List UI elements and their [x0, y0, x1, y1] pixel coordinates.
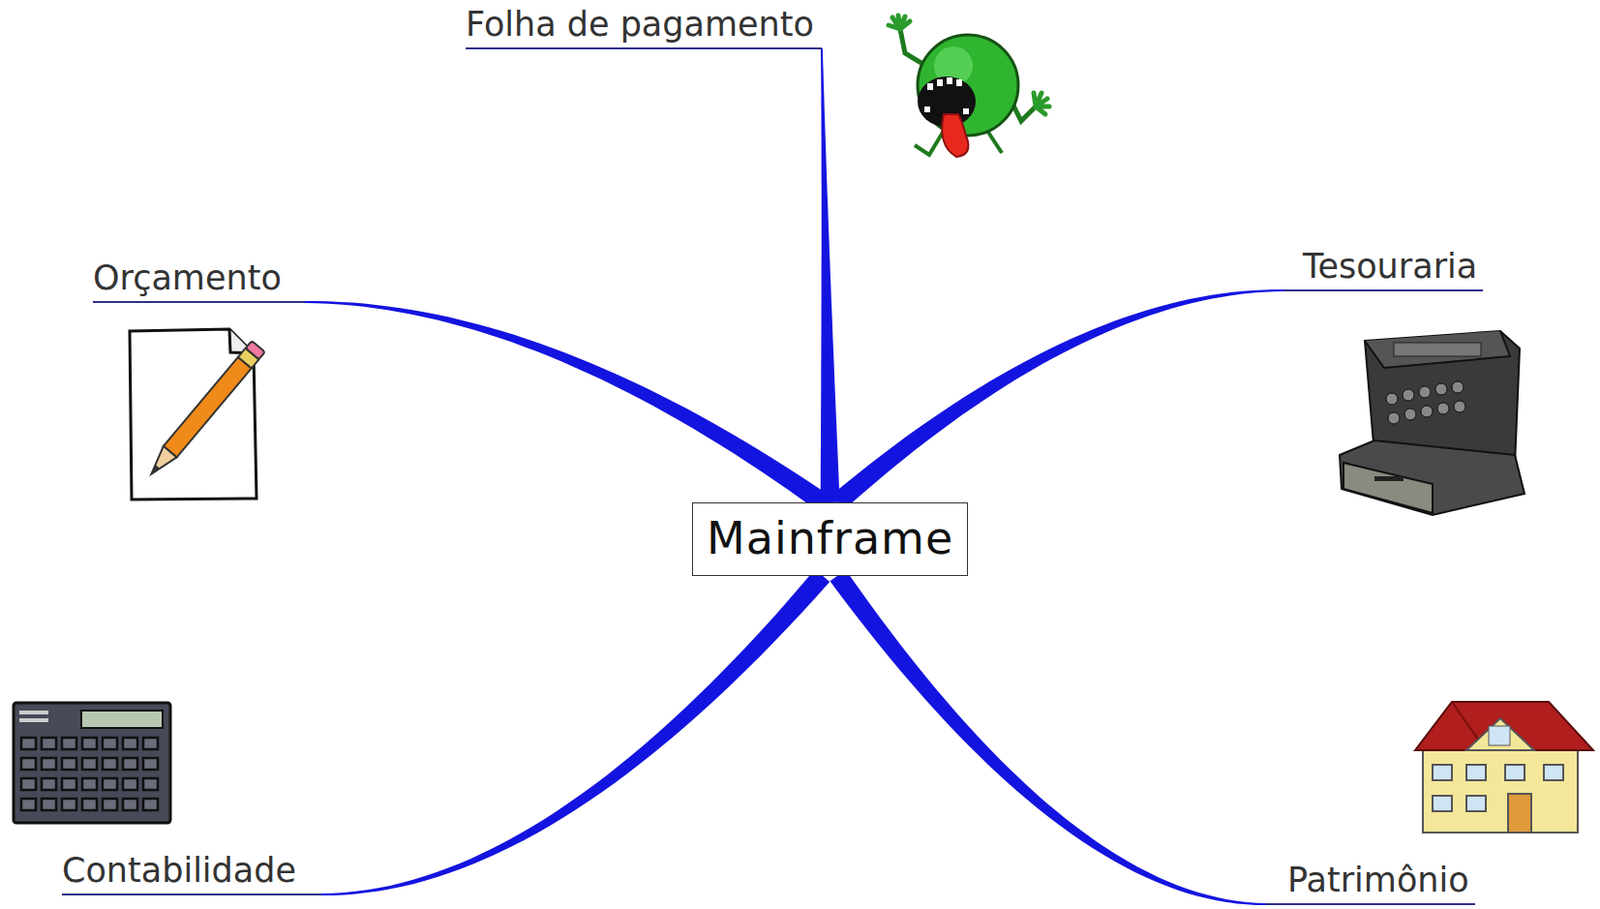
branch-label: Orçamento: [92, 257, 305, 303]
branch-label: Patrimônio: [1266, 859, 1476, 906]
node-text: Orçamento: [92, 257, 282, 299]
mindmap-branch: [321, 569, 830, 896]
branch-label: Contabilidade: [61, 849, 322, 896]
node-text: Tesouraria: [1302, 245, 1478, 287]
node-text: Mainframe: [706, 511, 954, 568]
node-text: Contabilidade: [61, 849, 297, 891]
cash-register-icon: [1339, 331, 1525, 515]
branch-label: Folha de pagamento: [465, 3, 822, 50]
node-text: Patrimônio: [1287, 859, 1470, 901]
branch-label: Tesouraria: [1283, 245, 1483, 292]
calculator-icon: [13, 702, 171, 823]
node-text: Folha de pagamento: [465, 3, 815, 45]
mindmap-branch: [831, 289, 1284, 511]
house-icon: [1415, 701, 1594, 833]
center-box: Mainframe: [692, 502, 968, 576]
mindmap-branch: [830, 570, 1268, 906]
monster-icon: [888, 15, 1050, 157]
paper-pencil-icon: [129, 329, 266, 500]
mindmap-branch: [304, 301, 829, 511]
mindmap-branch: [820, 48, 841, 503]
